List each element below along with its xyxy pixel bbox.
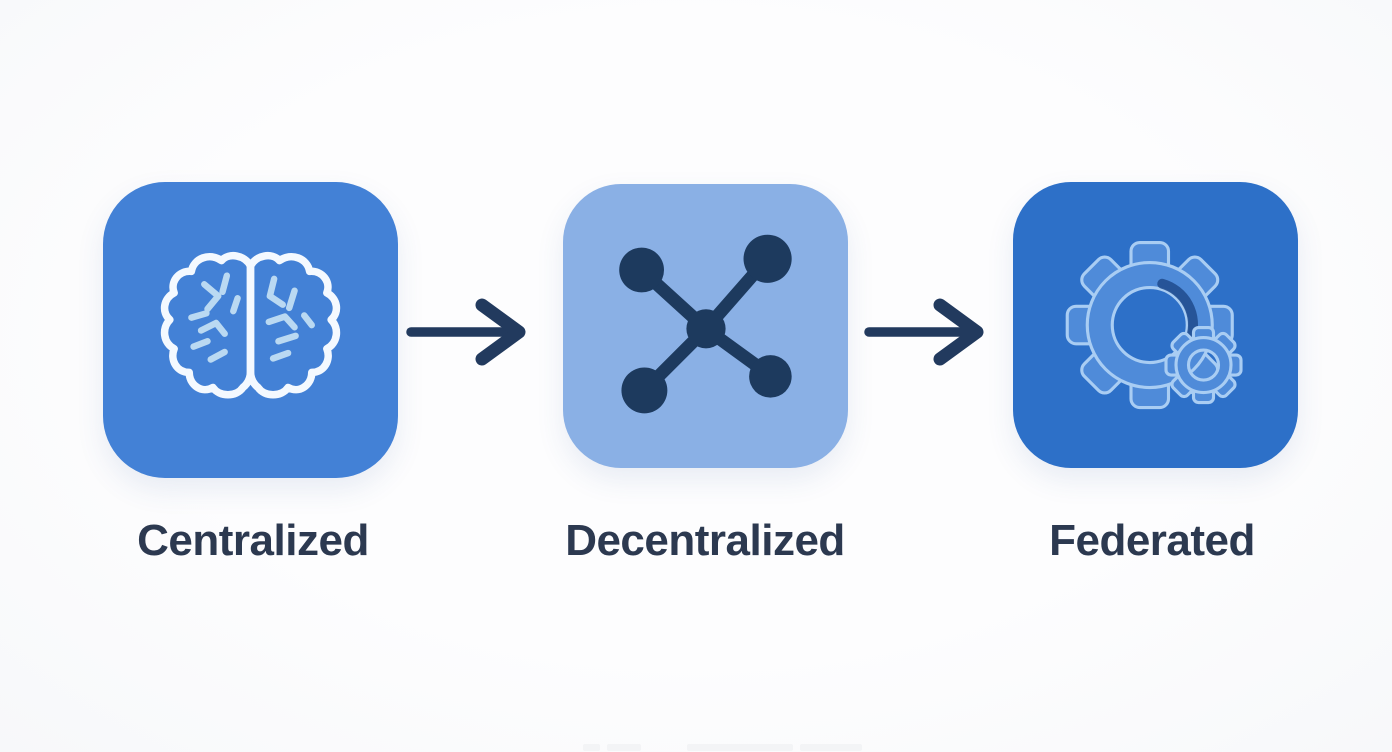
stage-label-federated: Federated [1049,516,1255,565]
stage-tile-decentralized [563,184,848,468]
brain-icon [160,223,358,438]
gears-icon [1065,240,1243,410]
small-gear [1163,325,1243,405]
watermark-remnant [607,744,641,751]
brain-folds [188,271,315,363]
large-gear [1065,240,1234,410]
network-nodes-icon [618,234,792,414]
stage-label-decentralized: Decentralized [565,516,845,565]
stage-tile-federated [1013,182,1298,468]
watermark-remnant [687,744,793,751]
stage-label-centralized: Centralized [137,516,369,565]
flow-arrow-icon [864,298,984,366]
watermark-remnant [800,744,862,751]
watermark-remnant [583,744,600,751]
stage-tile-centralized [103,182,398,478]
flow-arrow-icon [406,298,526,366]
